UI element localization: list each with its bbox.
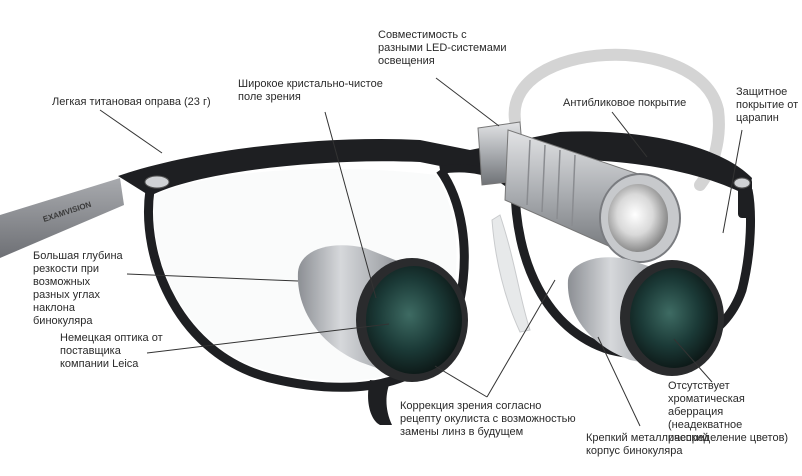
leader-aberration — [673, 338, 713, 383]
leader-lines — [99, 77, 743, 427]
label-aberration: Отсутствует хроматическая аберрация (неа… — [668, 380, 789, 444]
left-loupe — [297, 245, 468, 425]
frame-top-bar — [118, 131, 752, 196]
leader-field — [324, 111, 377, 299]
led-lamp — [504, 129, 681, 263]
leader-leica — [146, 323, 390, 354]
label-led: Совместимость с разными LED-системами ос… — [378, 29, 507, 67]
label-correction: Коррекция зрения согласно рецепту окулис… — [400, 400, 576, 438]
label-frame: Легкая титановая оправа (23 г) — [52, 96, 211, 108]
leader-depth — [126, 273, 299, 282]
left-lens-rim — [144, 167, 469, 392]
left-hinge-rivet — [144, 175, 170, 189]
label-leica: Немецкая оптика от поставщика компании L… — [60, 332, 163, 370]
leader-antiglare — [611, 111, 648, 158]
right-loupe — [567, 257, 724, 376]
label-depth: Большая глубина резкости при возможных р… — [33, 250, 123, 327]
leader-frame — [99, 109, 163, 154]
right-hinge-rivet — [733, 177, 751, 189]
leader-scratch — [722, 129, 743, 234]
leader-housing — [597, 336, 641, 427]
leader-led — [435, 77, 500, 127]
leader-correction-2 — [486, 279, 556, 398]
label-antiglare: Антибликовое покрытие — [563, 97, 687, 109]
nose-pad — [491, 214, 531, 333]
label-housing: Крепкий металлический корпус бинокуляра — [586, 432, 709, 457]
label-field: Широкое кристально-чистое поле зрения — [238, 78, 383, 103]
leader-correction — [434, 365, 488, 398]
label-scratch: Защитное покрытие от царапин — [736, 86, 799, 124]
left-temple — [0, 178, 124, 258]
